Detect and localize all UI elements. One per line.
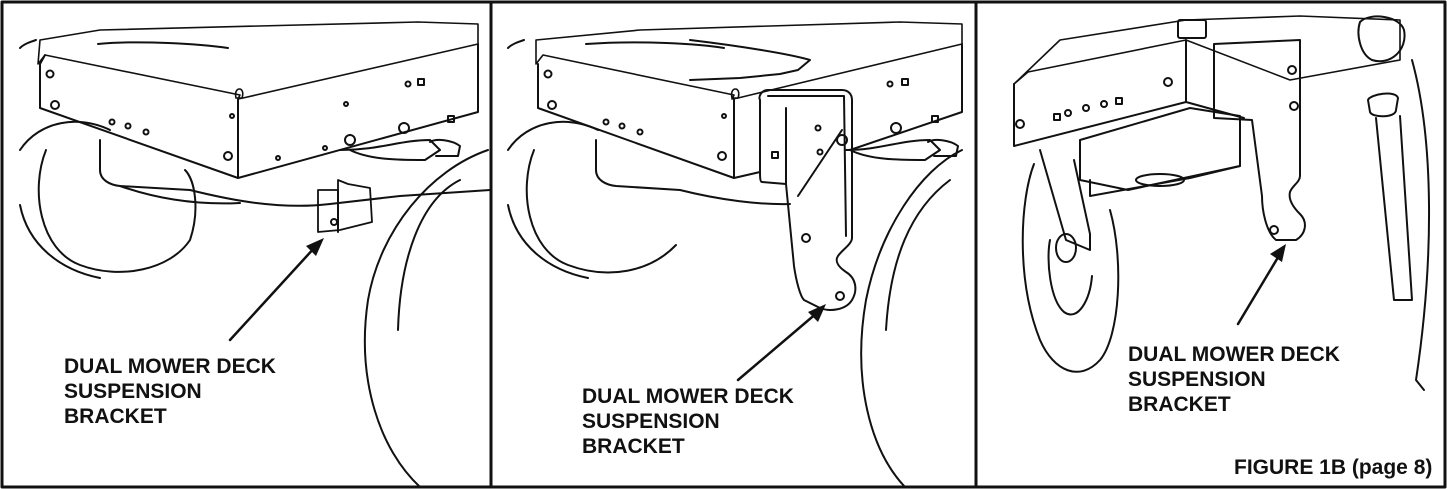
panel-1-callout: DUAL MOWER DECK SUSPENSION BRACKET <box>64 354 276 429</box>
panel-2-illustration <box>507 21 963 488</box>
figure-caption: FIGURE 1B (page 8) <box>1234 456 1433 479</box>
callout-line: SUSPENSION <box>1128 368 1266 391</box>
callout-line: DUAL MOWER DECK <box>1128 343 1340 366</box>
callout-line: SUSPENSION <box>64 380 202 403</box>
callout-line: BRACKET <box>64 405 167 428</box>
panel-3-illustration <box>1013 15 1431 391</box>
panel-1-illustration <box>19 21 491 488</box>
panel-2-callout: DUAL MOWER DECK SUSPENSION BRACKET <box>582 384 794 459</box>
callout-line: DUAL MOWER DECK <box>64 355 276 378</box>
callout-line: BRACKET <box>582 435 685 458</box>
panel-3-callout: DUAL MOWER DECK SUSPENSION BRACKET <box>1128 342 1340 417</box>
callout-line: SUSPENSION <box>582 410 720 433</box>
callout-line: BRACKET <box>1128 393 1231 416</box>
callout-line: DUAL MOWER DECK <box>582 385 794 408</box>
